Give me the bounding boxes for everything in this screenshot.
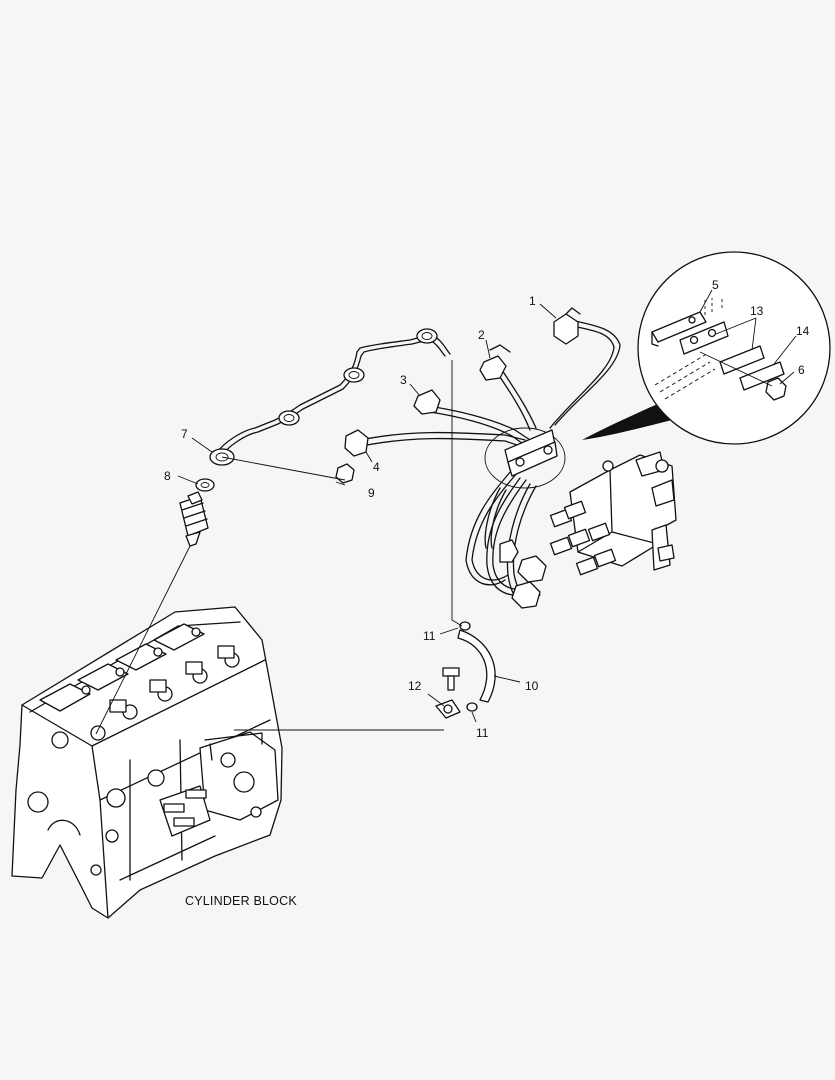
pipe-nut-4 bbox=[344, 429, 369, 457]
callout-10: 10 bbox=[525, 679, 539, 693]
leader-lines bbox=[95, 289, 797, 735]
leak-off-hose-10 bbox=[457, 621, 496, 712]
banjo-bolt-12 bbox=[435, 667, 461, 719]
cylinder-block-drawing bbox=[11, 606, 283, 919]
pipe-nut-3 bbox=[413, 389, 441, 415]
cylinder-block-caption: CYLINDER BLOCK bbox=[185, 894, 297, 908]
injector-pipe-eyelets bbox=[209, 328, 438, 466]
callout-12: 12 bbox=[408, 679, 422, 693]
detail-inset bbox=[582, 251, 831, 445]
callout-11-lower: 11 bbox=[476, 726, 489, 740]
delivery-valve-fittings bbox=[549, 500, 617, 576]
callout-14: 14 bbox=[796, 324, 810, 338]
pump-end-nuts bbox=[499, 539, 547, 609]
callout-2: 2 bbox=[478, 328, 485, 342]
pipe-clamp-assembly bbox=[484, 427, 566, 489]
callout-5: 5 bbox=[712, 278, 719, 292]
injector-pipes bbox=[214, 319, 621, 603]
callout-1: 1 bbox=[529, 294, 536, 308]
nut-9 bbox=[335, 463, 355, 484]
callout-7: 7 bbox=[181, 427, 188, 441]
pipe-nut-2 bbox=[479, 344, 511, 381]
callout-6: 6 bbox=[798, 363, 805, 377]
callout-13: 13 bbox=[750, 304, 764, 318]
injector-8 bbox=[179, 478, 215, 547]
injection-pump-drawing bbox=[549, 451, 677, 576]
pipe-nut-1 bbox=[553, 307, 581, 345]
callout-8: 8 bbox=[164, 469, 171, 483]
callout-9: 9 bbox=[368, 486, 375, 500]
callout-3: 3 bbox=[400, 373, 407, 387]
callout-labels: 1 2 3 4 5 6 7 8 9 10 11 11 12 13 14 bbox=[164, 278, 810, 740]
callout-11-upper: 11 bbox=[423, 629, 436, 643]
callout-4: 4 bbox=[373, 460, 380, 474]
